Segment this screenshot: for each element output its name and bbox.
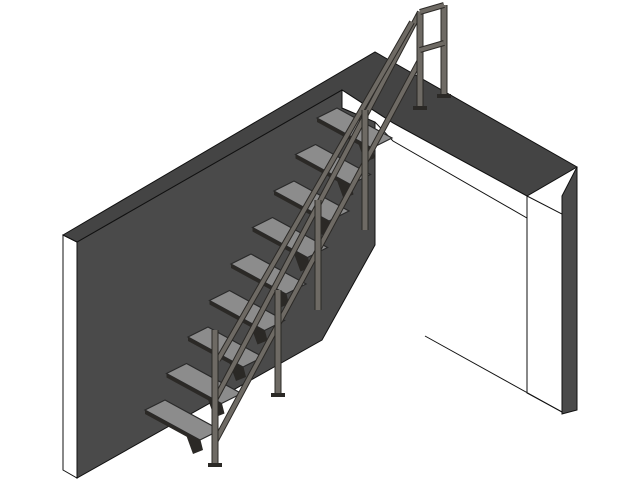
tread-nosing	[145, 410, 200, 444]
base-plate	[208, 463, 222, 467]
top-rail	[419, 3, 445, 14]
base-plate	[271, 393, 285, 397]
handrail-upper	[216, 21, 414, 361]
right-pillar-side	[561, 166, 578, 415]
base-plate	[413, 106, 427, 110]
handrail	[208, 2, 451, 467]
right-pillar-front	[526, 195, 563, 413]
wall-left-side	[62, 234, 78, 479]
base-plate	[437, 94, 451, 98]
tread-nosing	[166, 373, 222, 408]
mid-rail	[419, 41, 445, 52]
floor-line	[424, 335, 563, 413]
